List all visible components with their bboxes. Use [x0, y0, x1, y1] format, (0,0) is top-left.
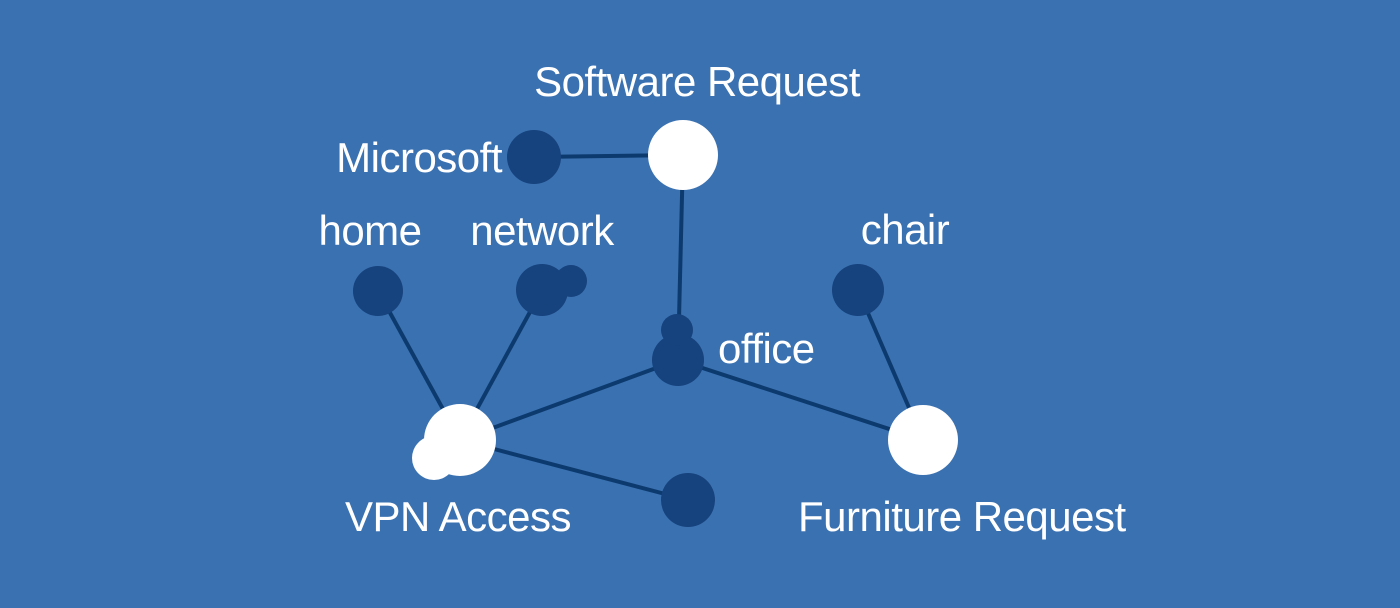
node-circle-furniture-request[interactable] [888, 405, 958, 475]
node-circle-unlabeled-node[interactable] [661, 473, 715, 527]
edge-office-vpn-access [459, 358, 679, 442]
node-circle-office[interactable] [661, 314, 693, 346]
node-circle-office[interactable] [652, 334, 704, 386]
edge-vpn-access-unlabeled-node [459, 438, 689, 502]
node-label-software-request: Software Request [534, 58, 861, 105]
node-furniture-request[interactable] [888, 405, 958, 475]
node-chair[interactable] [832, 264, 884, 316]
node-circle-microsoft[interactable] [507, 130, 561, 184]
node-label-home: home [318, 207, 421, 254]
node-network[interactable] [516, 264, 587, 316]
node-unlabeled-node[interactable] [661, 473, 715, 527]
edge-office-furniture-request [677, 358, 924, 442]
node-label-chair: chair [861, 206, 950, 253]
node-circle-chair[interactable] [832, 264, 884, 316]
node-circle-home[interactable] [353, 266, 403, 316]
node-home[interactable] [353, 266, 403, 316]
node-label-office: office [718, 325, 815, 372]
node-label-network: network [470, 207, 615, 254]
node-circle-vpn-access[interactable] [412, 436, 456, 480]
node-microsoft[interactable] [507, 130, 561, 184]
node-label-vpn-access: VPN Access [345, 493, 571, 540]
node-label-microsoft: Microsoft [336, 134, 503, 181]
node-vpn-access[interactable] [412, 404, 496, 480]
node-circle-network[interactable] [516, 264, 568, 316]
node-label-furniture-request: Furniture Request [798, 493, 1126, 540]
node-circle-network[interactable] [555, 265, 587, 297]
node-office[interactable] [652, 314, 704, 386]
node-software-request[interactable] [648, 120, 718, 190]
node-circle-software-request[interactable] [648, 120, 718, 190]
